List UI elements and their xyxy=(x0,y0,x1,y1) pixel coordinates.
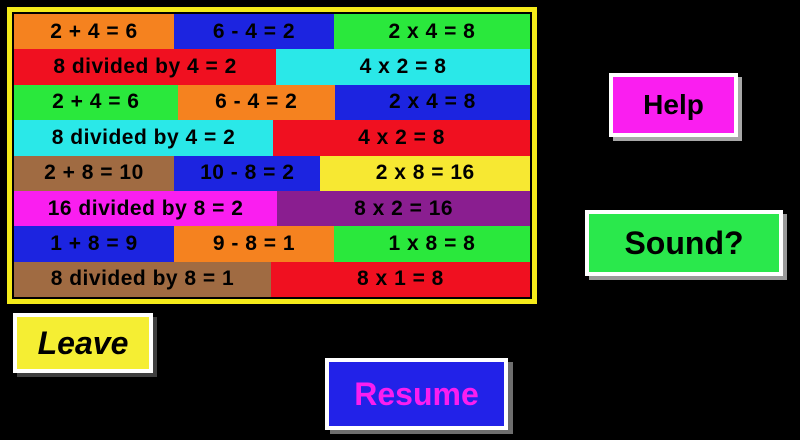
equation-tile[interactable]: 2 + 8 = 10 xyxy=(14,155,174,191)
equation-tile[interactable]: 2 x 4 = 8 xyxy=(334,84,530,121)
equation-tile[interactable]: 6 - 4 = 2 xyxy=(173,14,334,50)
sound-toggle-button[interactable]: Sound? xyxy=(585,210,783,276)
leave-button[interactable]: Leave xyxy=(13,313,153,373)
equation-tile[interactable]: 2 x 4 = 8 xyxy=(333,14,530,50)
equation-tile[interactable]: 9 - 8 = 1 xyxy=(173,226,334,262)
equation-tile[interactable]: 16 divided by 8 = 2 xyxy=(14,190,278,227)
equation-tile[interactable]: 8 x 1 = 8 xyxy=(270,261,530,297)
help-button[interactable]: Help xyxy=(609,73,738,137)
equation-tile[interactable]: 6 - 4 = 2 xyxy=(177,84,335,121)
equation-tile[interactable]: 2 + 4 = 6 xyxy=(14,14,174,50)
equation-tile[interactable]: 4 x 2 = 8 xyxy=(273,120,530,156)
equation-tile[interactable]: 8 divided by 4 = 2 xyxy=(14,49,277,85)
equation-tile[interactable]: 8 x 2 = 16 xyxy=(277,190,530,227)
resume-button[interactable]: Resume xyxy=(325,358,508,430)
equation-tile[interactable]: 1 + 8 = 9 xyxy=(14,226,174,262)
equation-tile[interactable]: 8 divided by 4 = 2 xyxy=(14,120,274,156)
equation-tile[interactable]: 2 + 4 = 6 xyxy=(14,84,178,121)
equation-tile[interactable]: 8 divided by 8 = 1 xyxy=(14,261,271,297)
equation-tile[interactable]: 1 x 8 = 8 xyxy=(333,226,530,262)
equation-tile[interactable]: 4 x 2 = 8 xyxy=(276,49,530,85)
equation-tile[interactable]: 2 x 8 = 16 xyxy=(320,155,530,191)
equation-tile[interactable]: 10 - 8 = 2 xyxy=(173,155,321,191)
